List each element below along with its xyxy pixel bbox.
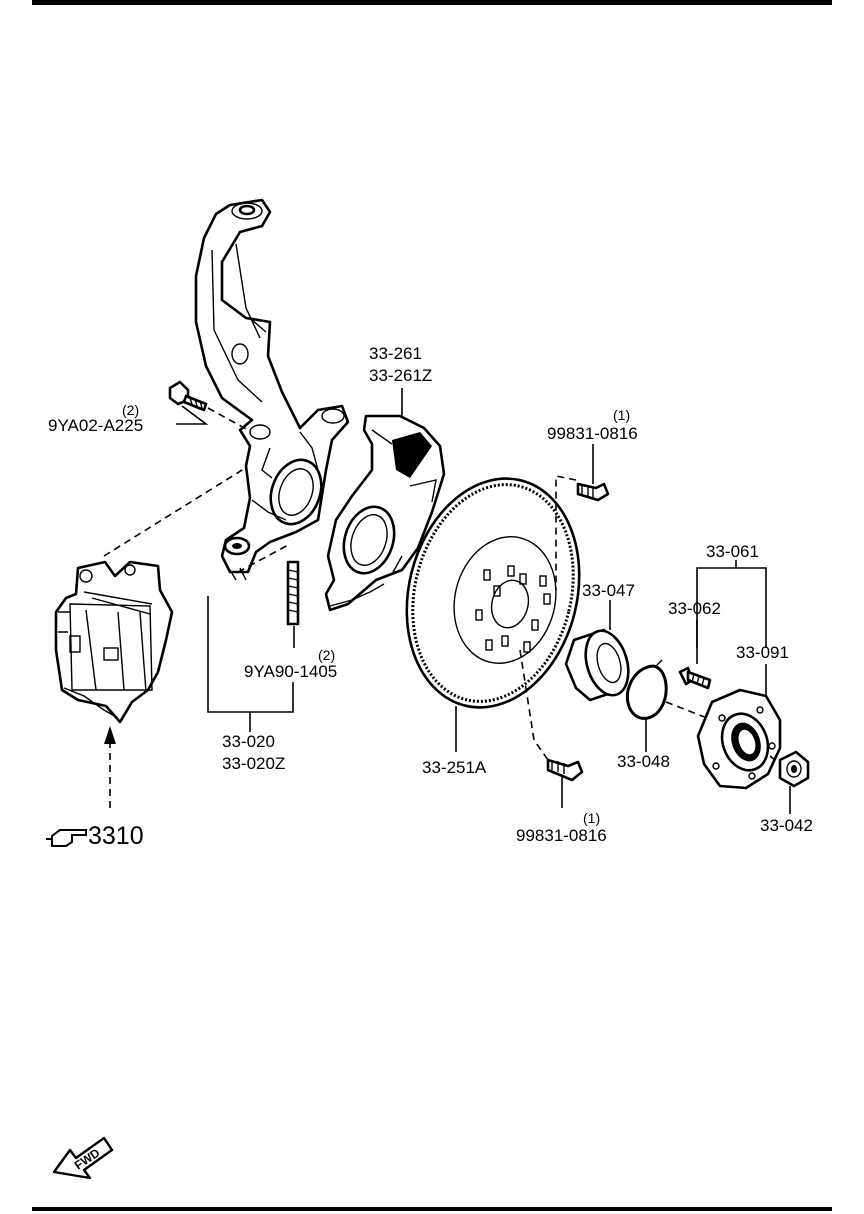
brake-caliper[interactable] [54, 560, 174, 724]
knuckle-bolt-leader [176, 405, 209, 425]
fwd-arrow-icon[interactable]: FWD [52, 1136, 114, 1180]
hub-bolt[interactable] [678, 666, 712, 690]
disc-code[interactable]: 33-251A [422, 758, 487, 777]
bearing-code[interactable]: 33-047 [582, 581, 635, 600]
rotor-screw-bottom-dash [519, 649, 549, 761]
rotor-screw-top[interactable] [576, 482, 610, 502]
snap-ring[interactable] [625, 659, 668, 720]
bottom-border [32, 1207, 832, 1211]
top-border [32, 0, 832, 5]
dust-shield[interactable] [324, 414, 446, 612]
wheel-bearing[interactable] [564, 626, 635, 702]
knuckle-bracket [207, 596, 294, 713]
lock-nut-code[interactable]: 33-042 [760, 816, 813, 835]
dust-shield-code-1[interactable]: 33-261 [369, 344, 422, 363]
hub-code[interactable]: 33-091 [736, 643, 789, 662]
stud-code[interactable]: 9YA90-1405 [244, 662, 337, 681]
wheel-hub[interactable] [696, 688, 782, 790]
stud-dash [237, 543, 291, 573]
caliper-arrow-head [104, 726, 116, 744]
snap-ring-code[interactable]: 33-048 [617, 752, 670, 771]
hub-assembly-bracket [696, 567, 767, 648]
rotor-screw-top-qty: (1) [613, 407, 630, 423]
knuckle-code-2[interactable]: 33-020Z [222, 754, 285, 773]
lock-nut-dash [769, 755, 781, 765]
rotor-screw-bottom-code[interactable]: 99831-0816 [516, 826, 607, 845]
knuckle-bolt-qty: (2) [122, 402, 139, 418]
hub-bolt-code[interactable]: 33-062 [668, 599, 721, 618]
rotor-screw-bottom-qty: (1) [583, 810, 600, 826]
hub-assembly-code[interactable]: 33-061 [706, 542, 759, 561]
rotor-screw-top-code[interactable]: 99831-0816 [547, 424, 638, 443]
reference-label[interactable]: 3310 [88, 822, 144, 850]
stud-qty: (2) [318, 647, 335, 663]
lock-nut[interactable] [778, 750, 810, 788]
knuckle-bolt[interactable] [168, 380, 208, 412]
brake-disc[interactable] [383, 460, 602, 726]
caliper-link-dash [103, 461, 256, 557]
knuckle-code-1[interactable]: 33-020 [222, 732, 275, 751]
rotor-screw-bottom[interactable] [546, 758, 584, 782]
dust-shield-code-2[interactable]: 33-261Z [369, 366, 432, 385]
stud[interactable] [286, 560, 300, 626]
steering-knuckle[interactable] [194, 198, 350, 581]
hub-dash [665, 701, 713, 721]
knuckle-bolt-code[interactable]: 9YA02-A225 [48, 416, 143, 435]
hand-pointer-icon[interactable] [46, 829, 87, 847]
rotor-screw-top-dash [555, 475, 577, 590]
knuckle-bolt-dash [207, 407, 249, 431]
